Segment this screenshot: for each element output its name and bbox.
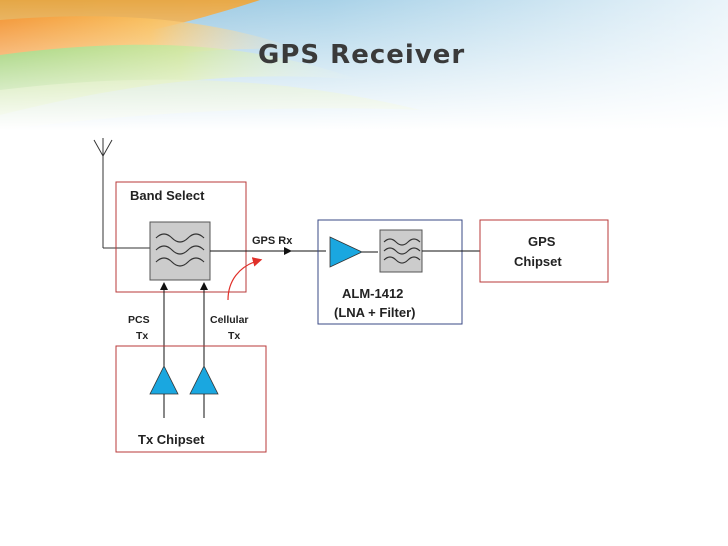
tx-chipset-label: Tx Chipset: [138, 432, 205, 447]
gps-chipset-block: [479, 219, 609, 283]
tx-chipset-block: [115, 345, 267, 453]
pcs-amplifier-icon: [149, 365, 179, 395]
lna-label-line1: ALM-1412: [342, 286, 403, 301]
gps-rx-label: GPS Rx: [252, 235, 293, 247]
band-select-block: [115, 181, 247, 293]
lna-filter-block: [317, 219, 463, 325]
band-select-label: Band Select: [130, 188, 205, 203]
gps-chipset-label-line1: GPS: [528, 234, 556, 249]
slide-header-background: [0, 0, 728, 130]
antenna-icon: [93, 138, 113, 248]
tx-amplifier-icons: [149, 365, 219, 418]
gps-receiver-block-diagram: Band Select GPS Rx PCS Tx Cellular Tx T: [86, 132, 620, 458]
pcs-tx-label-line2: Tx: [136, 330, 148, 342]
lna-label-line2: (LNA + Filter): [334, 305, 416, 320]
header-swoosh-graphic: [0, 0, 728, 130]
lna-amplifier-icon: [329, 236, 363, 268]
cellular-interference-arrow: [227, 257, 263, 301]
gps-chipset-label-line2: Chipset: [514, 254, 562, 269]
band-select-filter-icon: [149, 221, 211, 281]
cellular-amplifier-icon: [189, 365, 219, 395]
lna-filter-icon: [379, 229, 423, 273]
cellular-tx-label-line1: Cellular: [210, 314, 249, 326]
pcs-tx-label-line1: PCS: [128, 314, 150, 326]
block-diagram-canvas: Band Select GPS Rx PCS Tx Cellular Tx T: [93, 138, 609, 453]
slide-title: GPS Receiver: [258, 40, 466, 70]
cellular-tx-label-line2: Tx: [228, 330, 240, 342]
